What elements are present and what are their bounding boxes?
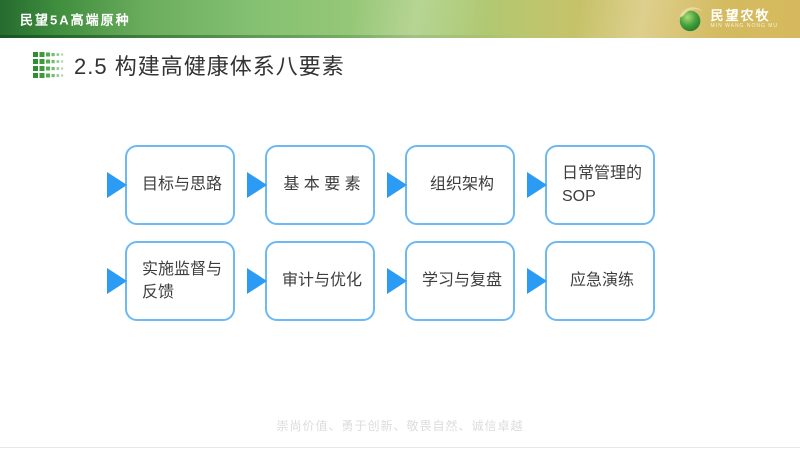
arrow-right-icon (247, 268, 267, 294)
footer-slogan: 崇尚价值、勇于创新、敬畏自然、诚信卓越 (276, 419, 524, 433)
element-label: 应急演练 (569, 272, 634, 290)
element-box-supervision: 实施监督与 反馈 (107, 241, 235, 321)
arrow-right-icon (387, 172, 407, 198)
element-label: 实施监督与 反馈 (141, 260, 222, 301)
element-label: 组织架构 (429, 176, 494, 194)
arrow-right-icon (247, 172, 267, 198)
element-label: 目标与思路 (141, 176, 222, 194)
logo-globe-icon (679, 7, 703, 32)
header-banner: 民望5A高端原种 民望农牧 MIN WANG NONG MU (0, 0, 800, 38)
slide-title-row: 2.5 构建高健康体系八要素 (33, 49, 345, 81)
elements-grid: 目标与思路 基 本 要 素 组织架构 日常管理的 SOP 实施监督与 反馈 审计… (107, 145, 655, 321)
arrow-right-icon (527, 268, 547, 294)
arrow-right-icon (107, 268, 127, 294)
element-box-learning: 学习与复盘 (387, 241, 515, 321)
bottom-divider (0, 447, 800, 448)
arrow-right-icon (107, 172, 127, 198)
arrow-right-icon (387, 268, 407, 294)
element-box-drill: 应急演练 (527, 241, 655, 321)
element-label: 日常管理的 SOP (561, 164, 642, 205)
logo-name-en: MIN WANG NONG MU (710, 23, 778, 29)
dots-grid-icon (33, 51, 64, 78)
element-label: 学习与复盘 (421, 272, 502, 290)
element-box-goals: 目标与思路 (107, 145, 235, 225)
logo-text: 民望农牧 MIN WANG NONG MU (711, 9, 778, 29)
element-box-sop: 日常管理的 SOP (527, 145, 655, 225)
element-box-org: 组织架构 (387, 145, 515, 225)
header-brand-text: 民望5A高端原种 (20, 12, 131, 28)
arrow-right-icon (527, 172, 547, 198)
logo-name-cn: 民望农牧 (710, 8, 771, 23)
company-logo: 民望农牧 MIN WANG NONG MU (677, 5, 778, 33)
element-box-audit: 审计与优化 (247, 241, 375, 321)
element-box-basics: 基 本 要 素 (247, 145, 375, 225)
element-label: 审计与优化 (281, 272, 362, 290)
slide-title: 2.5 构建高健康体系八要素 (74, 54, 345, 79)
element-label: 基 本 要 素 (283, 176, 361, 194)
